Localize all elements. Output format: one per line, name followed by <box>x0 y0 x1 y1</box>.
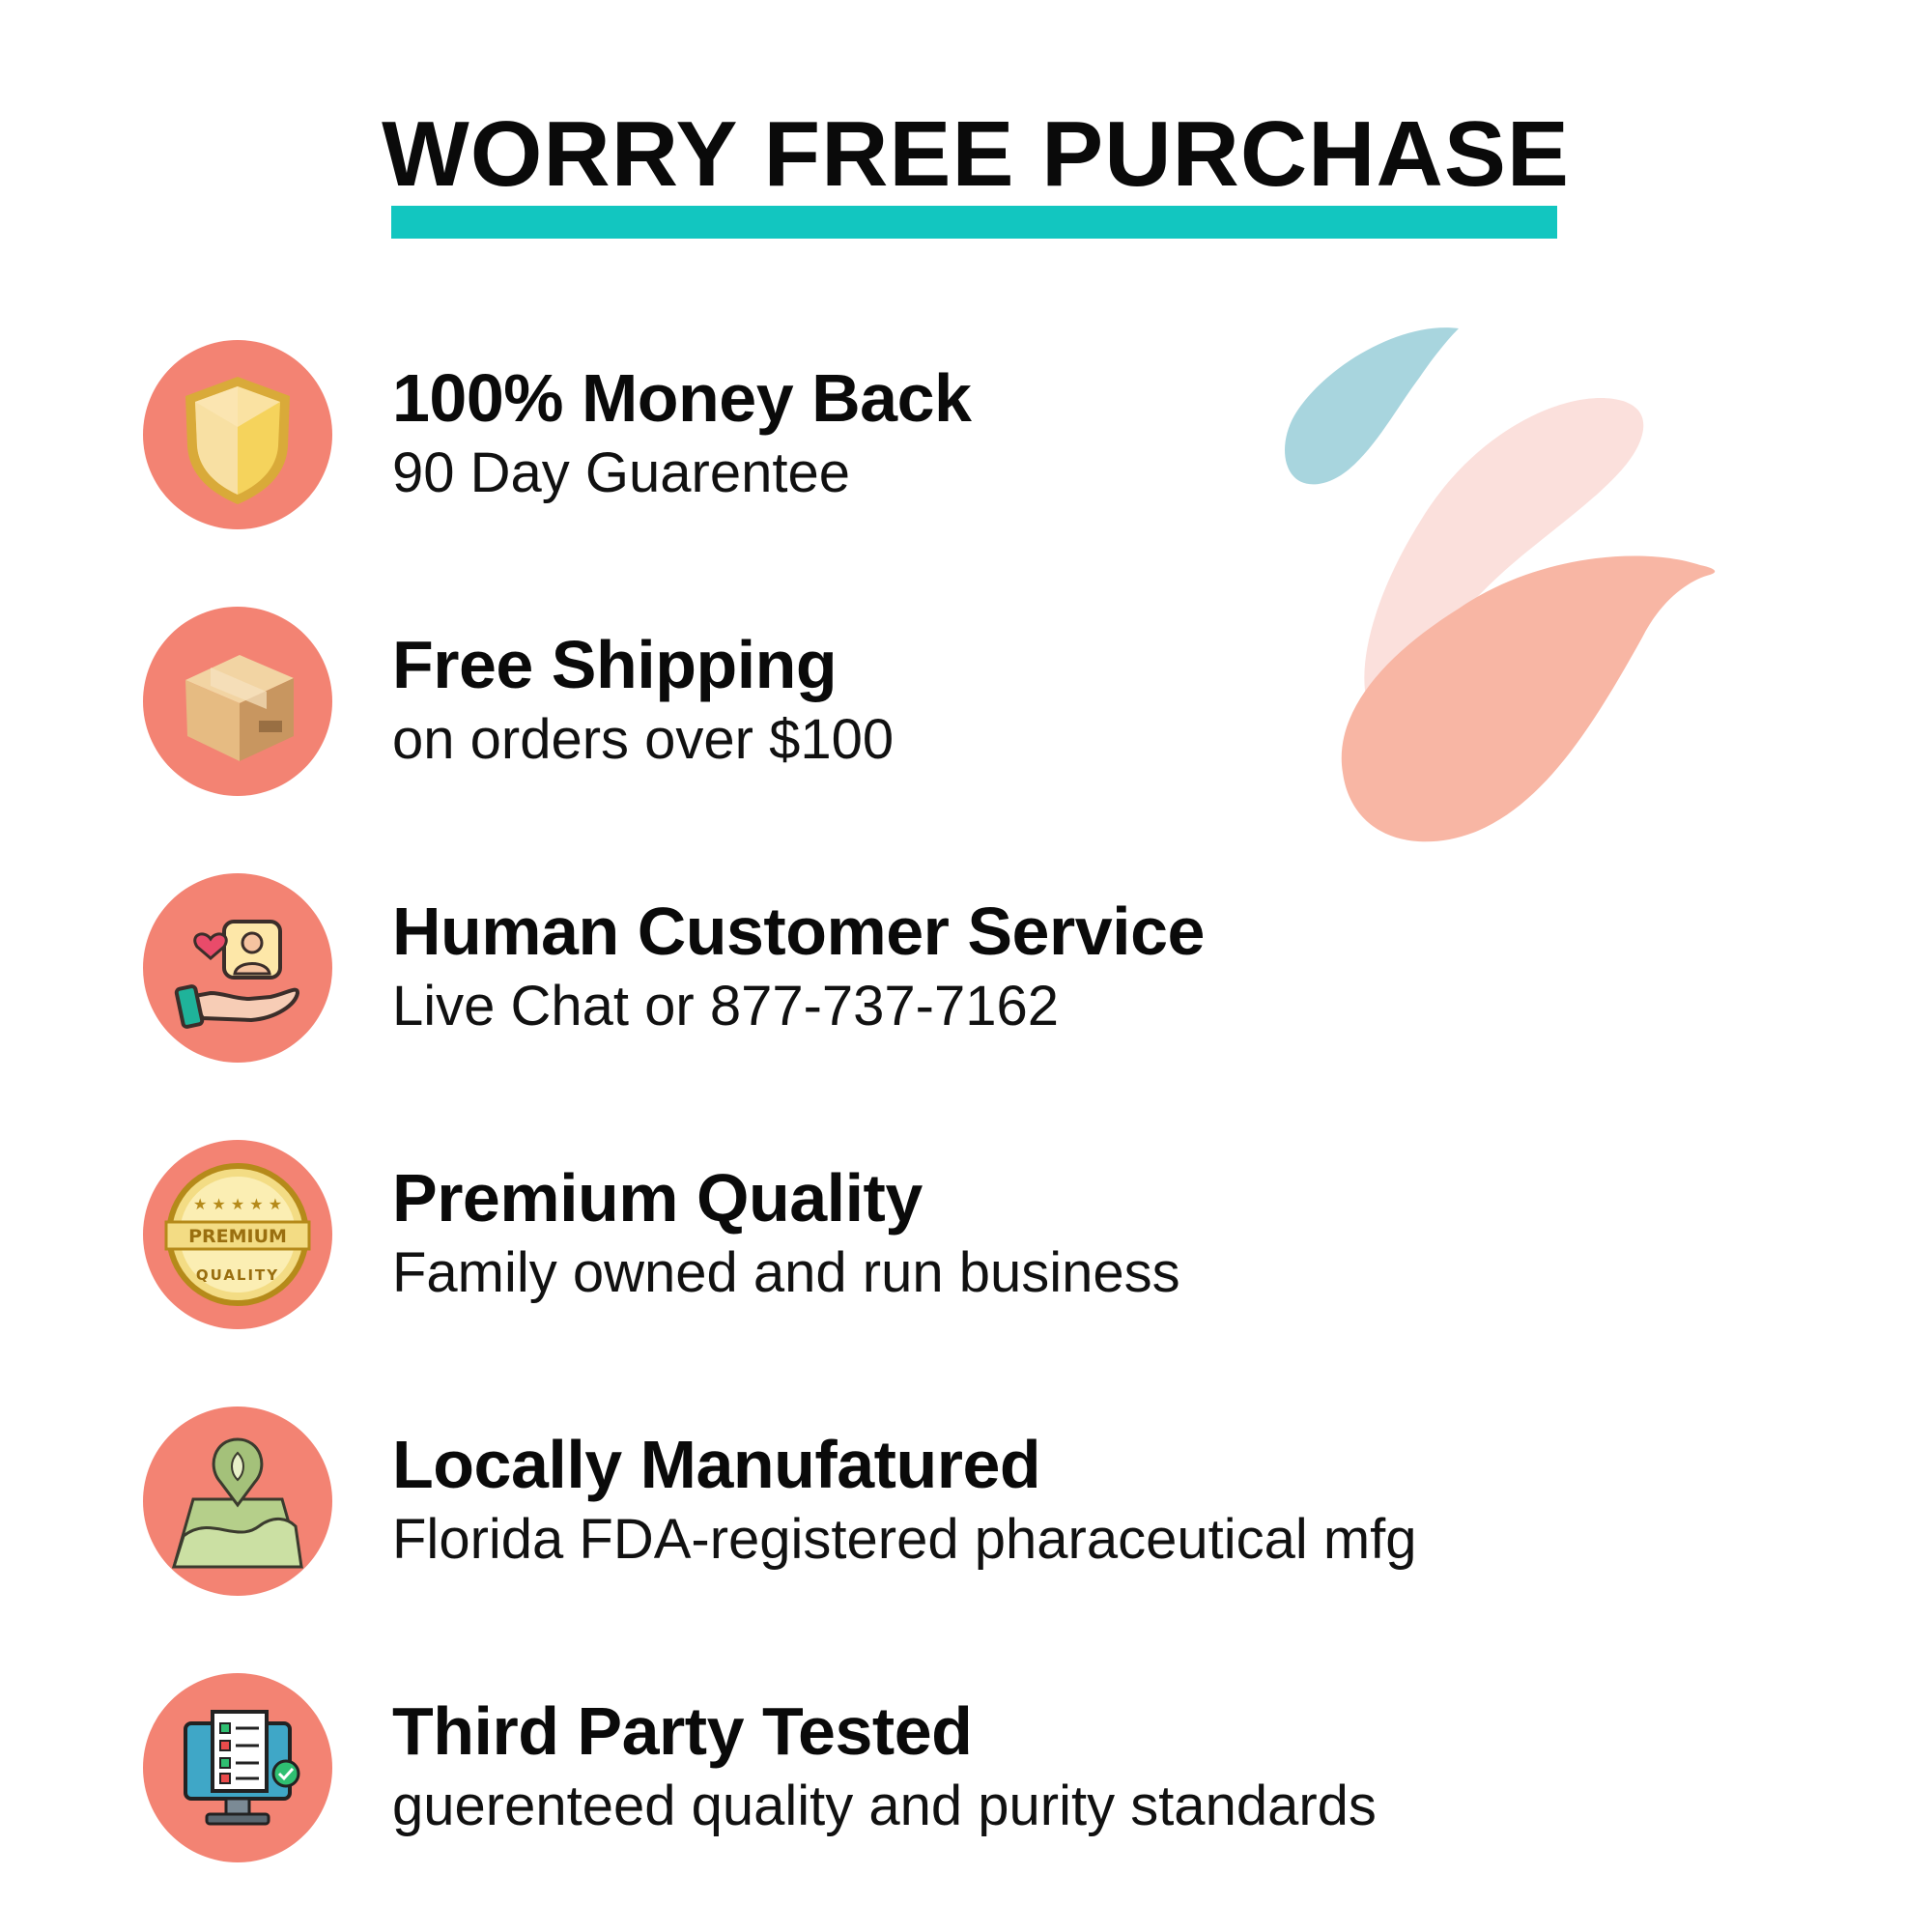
salmon-splash-shape <box>1341 555 1716 842</box>
feature-subtitle: Live Chat or 877-737-7162 <box>392 975 1060 1037</box>
badge-quality-text: QUALITY <box>196 1266 279 1284</box>
feature-customer-service: Human Customer Service Live Chat or 877-… <box>143 873 1785 1066</box>
decorative-splash-graphic <box>1285 327 1716 842</box>
feature-money-back: 100% Money Back 90 Day Guarentee <box>143 340 1785 533</box>
tested-checklist-monitor-icon <box>184 1710 300 1826</box>
feature-title: Premium Quality <box>392 1160 923 1236</box>
page-title: WORRY FREE PURCHASE <box>382 102 1570 206</box>
feature-premium-quality: PREMIUM QUALITY ★ ★ ★ ★ ★ Premium Qualit… <box>143 1140 1785 1333</box>
feature-subtitle: Family owned and run business <box>392 1241 1180 1304</box>
feature-icon-circle <box>143 607 332 796</box>
premium-quality-badge-icon: PREMIUM QUALITY ★ ★ ★ ★ ★ <box>164 1163 311 1306</box>
feature-icon-circle: PREMIUM QUALITY ★ ★ ★ ★ ★ <box>143 1140 332 1329</box>
shipping-box-icon <box>185 655 294 761</box>
feature-title: Human Customer Service <box>392 894 1205 969</box>
feature-icon-circle <box>143 1406 332 1596</box>
feature-title: Third Party Tested <box>392 1693 973 1769</box>
feature-third-party-tested: Third Party Tested guerenteed quality an… <box>143 1673 1785 1866</box>
location-map-icon <box>171 1437 303 1569</box>
shield-icon <box>185 377 290 504</box>
badge-premium-text: PREMIUM <box>188 1226 287 1247</box>
customer-service-hand-icon <box>174 920 300 1029</box>
blue-splash-shape <box>1285 327 1459 485</box>
feature-icon-circle <box>143 340 332 529</box>
title-underline <box>391 206 1557 239</box>
feature-subtitle: Florida FDA-registered pharaceutical mfg <box>392 1508 1417 1571</box>
feature-title: 100% Money Back <box>392 360 972 436</box>
feature-icon-circle <box>143 1673 332 1862</box>
feature-subtitle: on orders over $100 <box>392 708 895 771</box>
feature-subtitle: 90 Day Guarentee <box>392 441 850 504</box>
feature-subtitle: guerenteed quality and purity standards <box>392 1775 1377 1837</box>
svg-text:★ ★ ★ ★ ★: ★ ★ ★ ★ ★ <box>193 1195 282 1213</box>
feature-locally-manufactured: Locally Manufatured Florida FDA-register… <box>143 1406 1785 1600</box>
feature-title: Free Shipping <box>392 627 838 702</box>
feature-free-shipping: Free Shipping on orders over $100 <box>143 607 1785 800</box>
feature-icon-circle <box>143 873 332 1063</box>
feature-title: Locally Manufatured <box>392 1427 1041 1502</box>
